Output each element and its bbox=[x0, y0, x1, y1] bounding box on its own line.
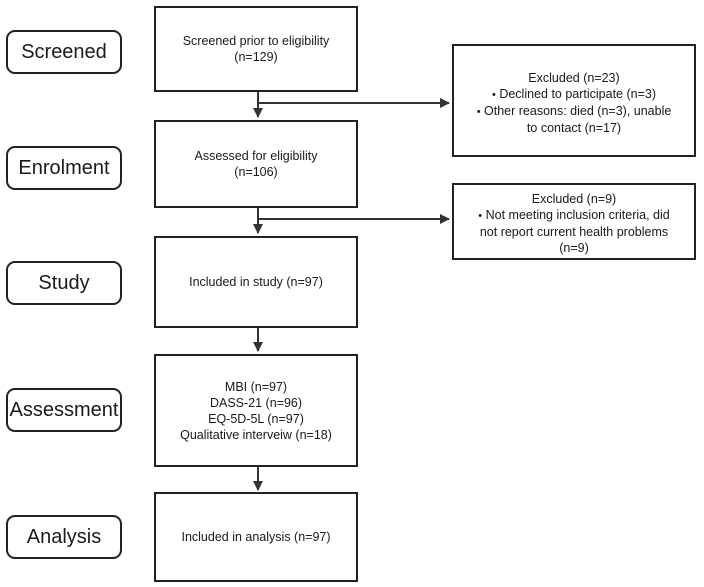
stage-label-assessment-text: Assessment bbox=[9, 398, 119, 421]
box-included-analysis-line1: Included in analysis (n=97) bbox=[181, 530, 331, 544]
excluded-1-bullet-2: • Other reasons: died (n=3), unable bbox=[477, 103, 672, 120]
bullet-icon: • bbox=[491, 89, 496, 101]
stage-label-enrolment: Enrolment bbox=[6, 146, 122, 190]
box-screened-line2: (n=129) bbox=[234, 50, 278, 64]
box-included-study: Included in study (n=97) bbox=[154, 236, 358, 328]
excluded-1-bullet-1: • Declined to participate (n=3) bbox=[492, 86, 656, 103]
box-assessment: MBI (n=97) DASS-21 (n=96) EQ-5D-5L (n=97… bbox=[154, 354, 358, 467]
stage-label-analysis-text: Analysis bbox=[26, 525, 102, 548]
excluded-2-bullet-1-cont: not report current health problems bbox=[479, 225, 669, 239]
excluded-1-bullet-2-text: Other reasons: died (n=3), unable bbox=[484, 104, 672, 118]
bullet-icon: • bbox=[476, 106, 481, 118]
excluded-1-bullet-1-text: Declined to participate (n=3) bbox=[499, 87, 657, 101]
stage-label-assessment: Assessment bbox=[6, 388, 122, 432]
box-excluded-2: Excluded (n=9) • Not meeting inclusion c… bbox=[452, 183, 696, 260]
bullet-icon: • bbox=[478, 210, 483, 222]
box-assessed-line1: Assessed for eligibility bbox=[194, 149, 318, 163]
stage-label-screened-text: Screened bbox=[21, 40, 107, 63]
box-screened-line1: Screened prior to eligibility bbox=[182, 34, 330, 48]
excluded-1-bullet-2-cont: to contact (n=17) bbox=[526, 121, 622, 135]
box-included-study-line1: Included in study (n=97) bbox=[189, 275, 323, 289]
box-assessed: Assessed for eligibility (n=106) bbox=[154, 120, 358, 208]
excluded-2-title: Excluded (n=9) bbox=[531, 192, 617, 206]
stage-label-study-text: Study bbox=[38, 271, 90, 294]
box-assessed-line2: (n=106) bbox=[234, 165, 278, 179]
box-screened: Screened prior to eligibility (n=129) bbox=[154, 6, 358, 92]
excluded-2-bullet-1-count: (n=9) bbox=[559, 241, 589, 255]
excluded-2-bullet-1: • Not meeting inclusion criteria, did bbox=[478, 207, 669, 224]
box-assessment-line4: Qualitative interveiw (n=18) bbox=[180, 427, 332, 442]
stage-label-enrolment-text: Enrolment bbox=[18, 156, 110, 179]
excluded-2-bullet-1-text: Not meeting inclusion criteria, did bbox=[485, 208, 670, 222]
stage-label-screened: Screened bbox=[6, 30, 122, 74]
stage-label-analysis: Analysis bbox=[6, 515, 122, 559]
box-included-analysis: Included in analysis (n=97) bbox=[154, 492, 358, 582]
stage-label-study: Study bbox=[6, 261, 122, 305]
box-assessment-line2: DASS-21 (n=96) bbox=[209, 395, 303, 410]
box-assessment-line1: MBI (n=97) bbox=[224, 379, 288, 394]
excluded-1-title: Excluded (n=23) bbox=[528, 71, 620, 85]
box-assessment-line3: EQ-5D-5L (n=97) bbox=[208, 411, 304, 426]
box-excluded-1: Excluded (n=23) • Declined to participat… bbox=[452, 44, 696, 157]
